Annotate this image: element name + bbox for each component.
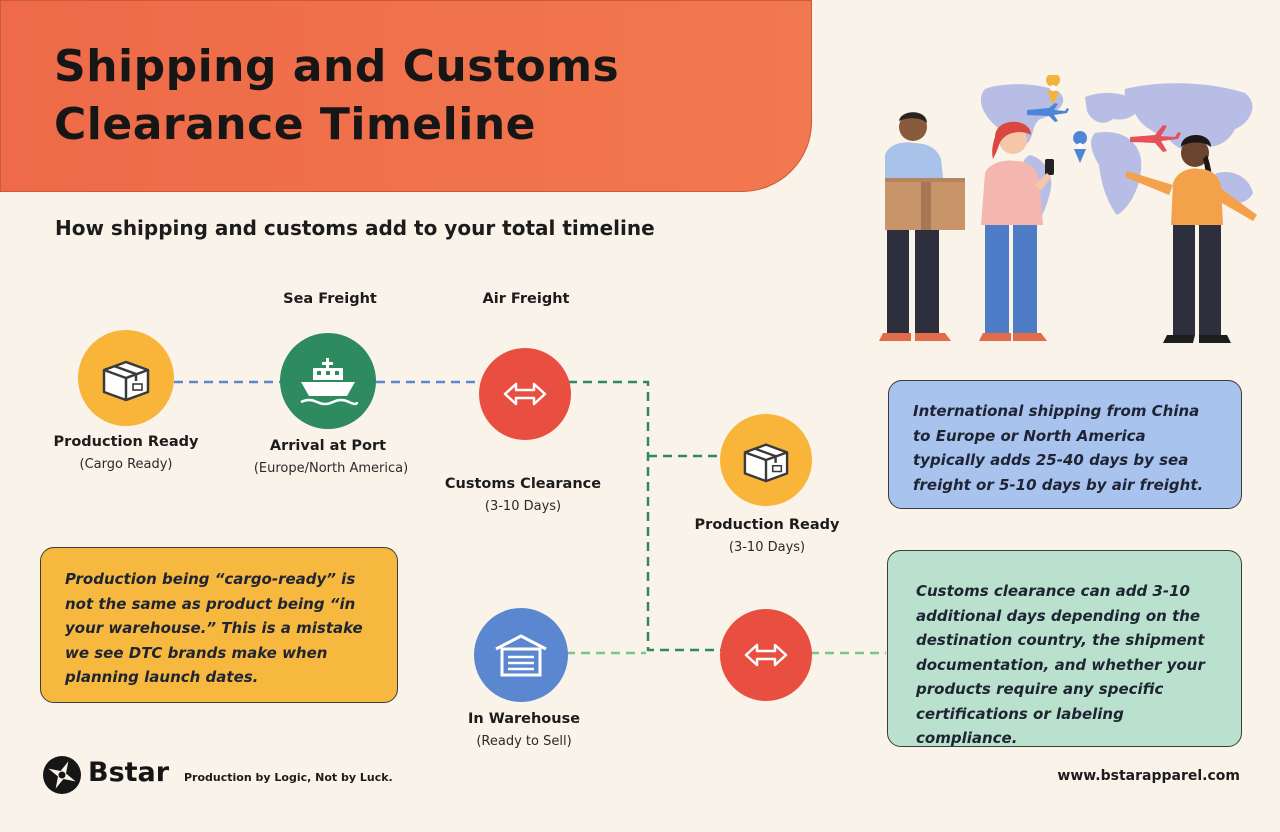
step-label: Production Ready — [694, 517, 840, 533]
step-label: Production Ready — [53, 434, 199, 450]
step-sub-label: (3-10 Days) — [484, 499, 562, 514]
brand-tagline: Production by Logic, Not by Luck. — [184, 771, 393, 784]
customs-arrows-node — [720, 609, 812, 701]
customs-clearance-node — [479, 348, 571, 440]
map-pin-icon — [1046, 75, 1061, 105]
person-gesturing-illustration — [1125, 135, 1257, 343]
step-label: Customs Clearance — [444, 476, 602, 492]
bstar-logo-icon — [43, 756, 81, 794]
sea-freight-label: Sea Freight — [283, 291, 377, 307]
box-icon — [102, 360, 150, 402]
step-label: In Warehouse — [467, 711, 581, 727]
warehouse-icon — [495, 634, 547, 677]
title-line-2: Clearance Timeline — [54, 99, 536, 150]
page-title: Shipping and Customs Clearance Timeline — [54, 38, 619, 154]
person-with-box-illustration — [879, 112, 965, 341]
arrival-at-port-node — [280, 333, 376, 429]
person-with-phone-illustration — [979, 121, 1054, 341]
website-link[interactable]: www.bstarapparel.com — [1057, 768, 1240, 784]
airplane-icon — [1027, 103, 1069, 122]
title-banner — [0, 0, 812, 192]
step-sub-label: (Ready to Sell) — [476, 734, 572, 749]
in-warehouse-node — [474, 608, 568, 702]
page-subtitle: How shipping and customs add to your tot… — [55, 216, 655, 240]
air-freight-label: Air Freight — [482, 291, 570, 307]
title-line-1: Shipping and Customs — [54, 41, 620, 92]
step-sub-label: (Europe/North America) — [253, 461, 409, 476]
arrows-icon — [503, 382, 547, 406]
production-ready-node — [720, 414, 812, 506]
customs-connector — [568, 380, 722, 652]
production-ready-node — [78, 330, 174, 426]
map-pin-icon — [1073, 131, 1088, 163]
step-sub-label: (3-10 Days) — [728, 540, 806, 555]
world-map-people-illustration — [879, 75, 1257, 343]
arrows-icon — [744, 643, 788, 667]
brand-name: Bstar — [88, 757, 170, 788]
customs-note: Customs clearance can add 3-10 additiona… — [887, 550, 1242, 747]
step-label: Arrival at Port — [269, 438, 387, 454]
box-icon — [743, 443, 789, 483]
warning-note: Production being “cargo-ready” is not th… — [40, 547, 398, 703]
airplane-icon — [1130, 125, 1181, 152]
shipping-note: International shipping from China to Eur… — [888, 380, 1242, 509]
step-sub-label: (Cargo Ready) — [79, 457, 173, 472]
ship-icon — [300, 358, 359, 406]
